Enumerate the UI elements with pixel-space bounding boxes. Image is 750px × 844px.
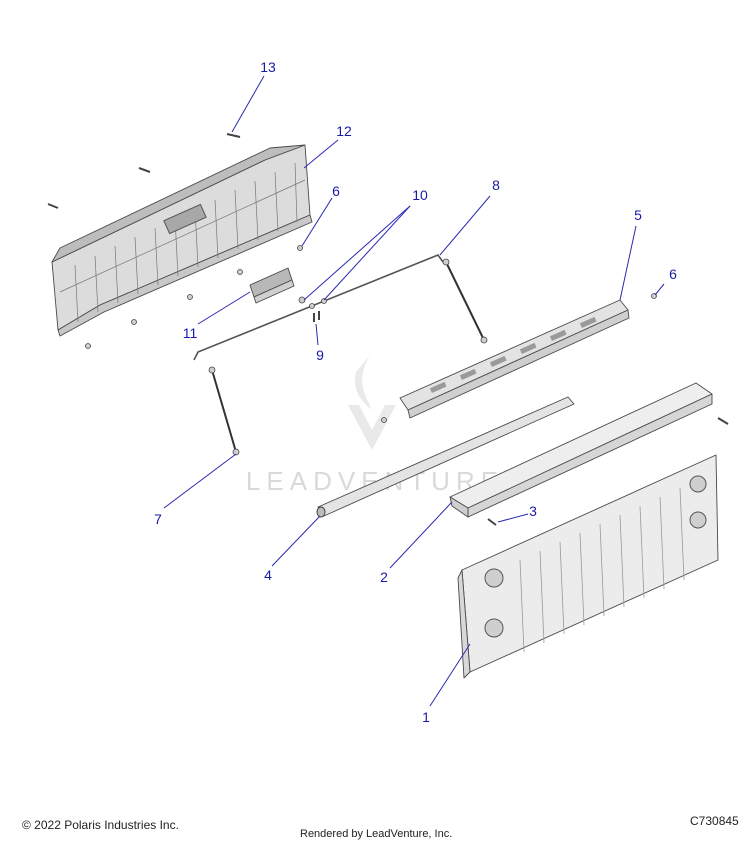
rendered-by-text: Rendered by LeadVenture, Inc. <box>300 828 453 840</box>
part-8-latch-rod <box>193 254 444 361</box>
fastener-center <box>381 417 387 423</box>
callout-4: 4 <box>264 567 272 583</box>
panel-fasteners <box>85 245 303 349</box>
watermark-logo <box>348 355 396 450</box>
callouts: 13 12 6 10 8 5 6 11 9 7 4 2 3 1 <box>154 59 677 725</box>
diagram-code: C730845 <box>690 814 739 828</box>
callout-12: 12 <box>336 123 352 139</box>
callout-6-left: 6 <box>332 183 340 199</box>
part-6-clip-left <box>298 296 306 304</box>
part-2-top-rail <box>449 382 713 518</box>
callout-9: 9 <box>316 347 324 363</box>
leader-lines <box>163 75 665 707</box>
callout-6-right: 6 <box>669 266 677 282</box>
part-11-latch <box>249 267 295 304</box>
callout-10: 10 <box>412 187 428 203</box>
callout-8: 8 <box>492 177 500 193</box>
callout-3: 3 <box>529 503 537 519</box>
callout-5: 5 <box>634 207 642 223</box>
callout-1: 1 <box>422 709 430 725</box>
loose-pins <box>47 167 151 209</box>
callout-11: 11 <box>183 325 198 341</box>
part-10-rivets <box>309 298 327 309</box>
callout-13: 13 <box>260 59 276 75</box>
part-12-inner-panel <box>51 144 313 337</box>
part-1-outer-tailgate <box>457 454 719 679</box>
callout-2: 2 <box>380 569 388 585</box>
part-13-pin <box>226 133 241 138</box>
part-4-tube <box>316 396 575 518</box>
part-5-top-cap <box>399 299 630 419</box>
part-9-screws <box>313 311 320 322</box>
copyright-text: © 2022 Polaris Industries Inc. <box>22 818 179 832</box>
screw-right <box>717 417 729 425</box>
part-3-screw <box>487 518 497 526</box>
callout-7: 7 <box>154 511 162 527</box>
part-7-cables <box>208 258 488 456</box>
